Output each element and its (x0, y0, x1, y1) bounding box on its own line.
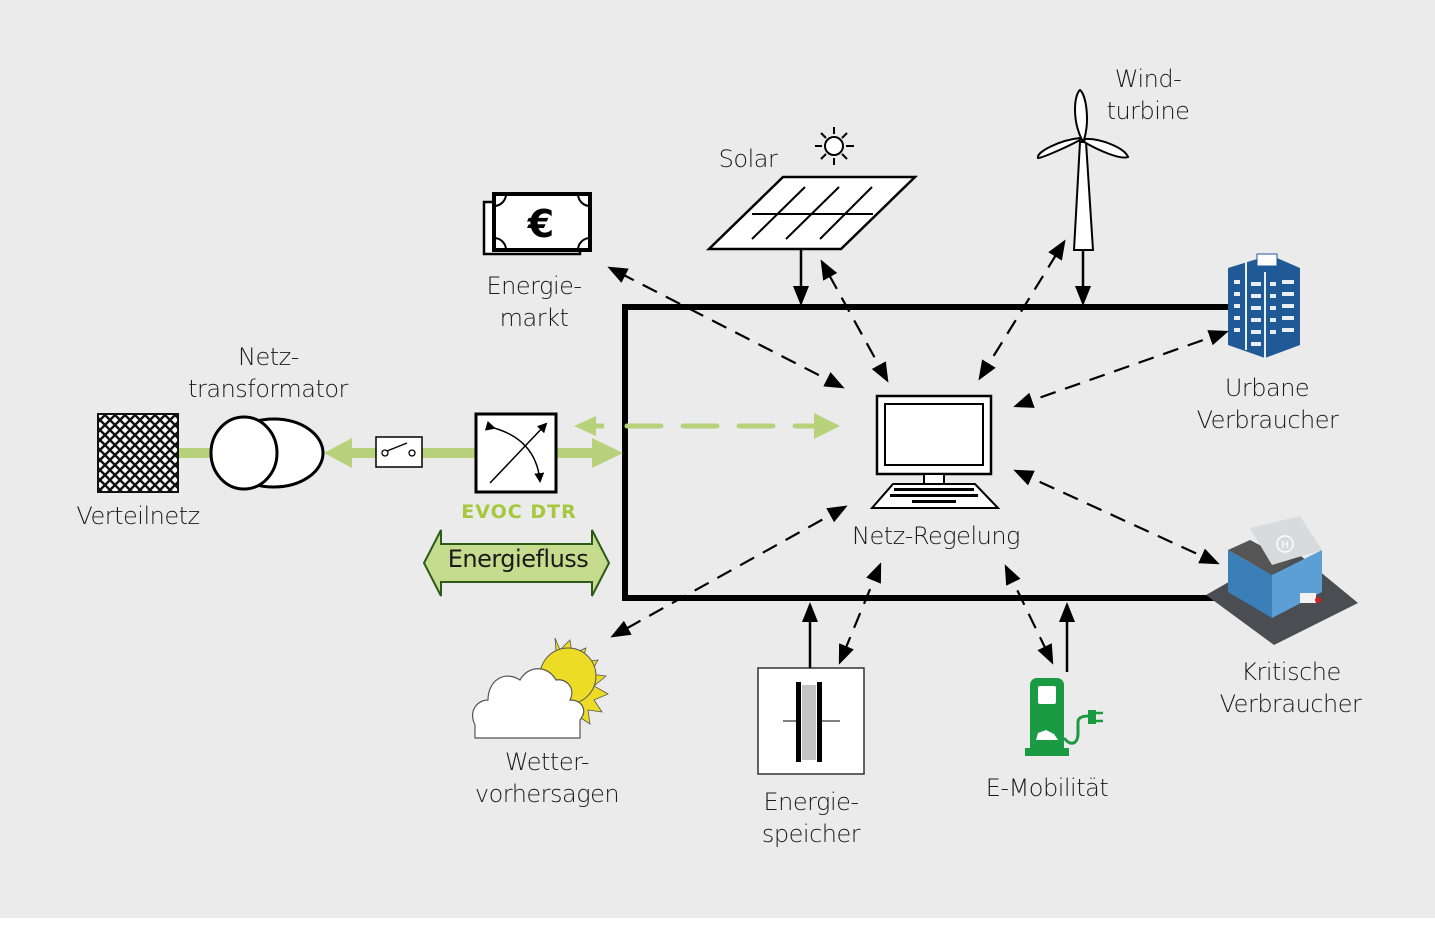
link-wind (978, 239, 1066, 381)
control-label: Netz-Regelung (852, 522, 1020, 550)
converter-icon (474, 412, 558, 494)
main-bus (622, 304, 1228, 601)
wind-label-1: Wind- (1114, 65, 1182, 93)
svg-text:€: € (527, 202, 554, 246)
weather-label-1: Wetter- (504, 748, 590, 776)
weather-icon (472, 637, 609, 739)
critical-label-2: Verbraucher (1219, 690, 1362, 718)
verteilnetz-label: Verteilnetz (76, 502, 200, 530)
grid-mesh-icon (97, 413, 179, 493)
switch-icon (375, 436, 423, 468)
solar-panel-icon (705, 175, 919, 306)
link-storage (838, 562, 882, 665)
wind-label-2: turbine (1106, 97, 1190, 125)
hospital-icon: H (1206, 516, 1358, 645)
emobility-label: E-Mobilität (985, 774, 1109, 802)
wind-turbine-icon (1037, 88, 1130, 306)
sun-icon (815, 127, 854, 165)
evoc-brand-label: EVOC DTR (461, 501, 577, 523)
evoc-control-link (574, 413, 841, 439)
link-weather (610, 505, 848, 638)
solar-label: Solar (718, 145, 778, 173)
urban-label-1: Urbane (1224, 374, 1310, 402)
transformer-icon (209, 415, 325, 491)
euro-banknote-icon: € (482, 192, 592, 256)
energiemarkt-label-1: Energie- (486, 272, 582, 300)
energiemarkt-label-2: markt (499, 304, 569, 332)
svg-text:H: H (1281, 540, 1289, 551)
office-building-icon (1228, 253, 1300, 358)
control-links (607, 239, 1229, 665)
storage-label-2: speicher (761, 820, 861, 848)
link-urban (1013, 330, 1229, 408)
urban-label-2: Verbraucher (1196, 406, 1339, 434)
critical-label-1: Kritische (1241, 658, 1341, 686)
link-energiemarkt (607, 266, 845, 389)
energiefluss-label: Energiefluss (447, 545, 589, 573)
ev-charger-icon (1025, 602, 1103, 756)
energiefluss-arrow (422, 529, 611, 597)
link-critical (1013, 469, 1220, 565)
storage-label-1: Energie- (763, 788, 859, 816)
link-solar (820, 259, 889, 383)
battery-storage-icon (757, 602, 865, 775)
transformer-label-2: transformator (188, 375, 348, 403)
weather-label-2: vorhersagen (474, 780, 620, 808)
computer-icon (869, 394, 1001, 509)
transformer-label-1: Netz- (238, 343, 299, 371)
link-emobility (1004, 564, 1054, 665)
